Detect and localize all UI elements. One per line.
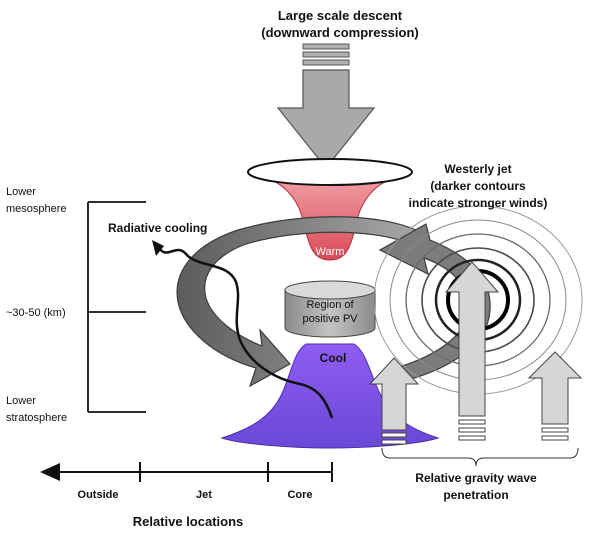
relative-locations-axis	[56, 462, 333, 482]
title-line-1: Large scale descent	[278, 8, 403, 23]
circulation-arrow-left	[176, 216, 421, 388]
radiative-cooling-label: Radiative cooling	[108, 221, 207, 235]
warm-funnel	[247, 158, 413, 261]
gravity-wave-label-line-2: penetration	[443, 488, 508, 502]
gravity-wave-arrow-3	[527, 351, 583, 441]
jet-label-line-1: Westerly jet	[444, 162, 511, 176]
radiative-cooling-arrowhead	[152, 240, 164, 256]
pv-label-line-2: positive PV	[302, 313, 358, 325]
gravity-wave-arrow-1	[368, 357, 420, 445]
location-outside: Outside	[78, 489, 119, 501]
altitude-stratosphere-line-2: stratosphere	[6, 412, 67, 424]
pv-label-line-1: Region of	[306, 299, 354, 311]
location-core: Core	[287, 489, 312, 501]
descent-arrow	[276, 43, 376, 169]
altitude-mid-label: ~30-50 (km)	[6, 307, 66, 319]
jet-label-line-3: indicate stronger winds)	[409, 196, 548, 210]
gravity-wave-brace	[381, 447, 579, 467]
jet-label-line-2: (darker contours	[430, 179, 526, 193]
altitude-stratosphere-line-1: Lower	[6, 395, 36, 407]
radiative-cooling-line	[156, 245, 334, 419]
altitude-scale	[87, 201, 146, 413]
gravity-wave-arrow-2	[444, 261, 500, 441]
title-line-2: (downward compression)	[261, 25, 418, 40]
altitude-mesosphere-line-2: mesosphere	[6, 203, 67, 215]
gravity-wave-label-line-1: Relative gravity wave	[415, 471, 537, 485]
cool-label: Cool	[320, 351, 347, 365]
relative-locations-arrowhead	[40, 463, 60, 481]
relative-locations-title: Relative locations	[133, 514, 244, 529]
altitude-mesosphere-line-1: Lower	[6, 186, 36, 198]
warm-label: Warm	[316, 246, 345, 258]
location-jet: Jet	[196, 489, 212, 501]
pv-cylinder	[284, 280, 376, 338]
